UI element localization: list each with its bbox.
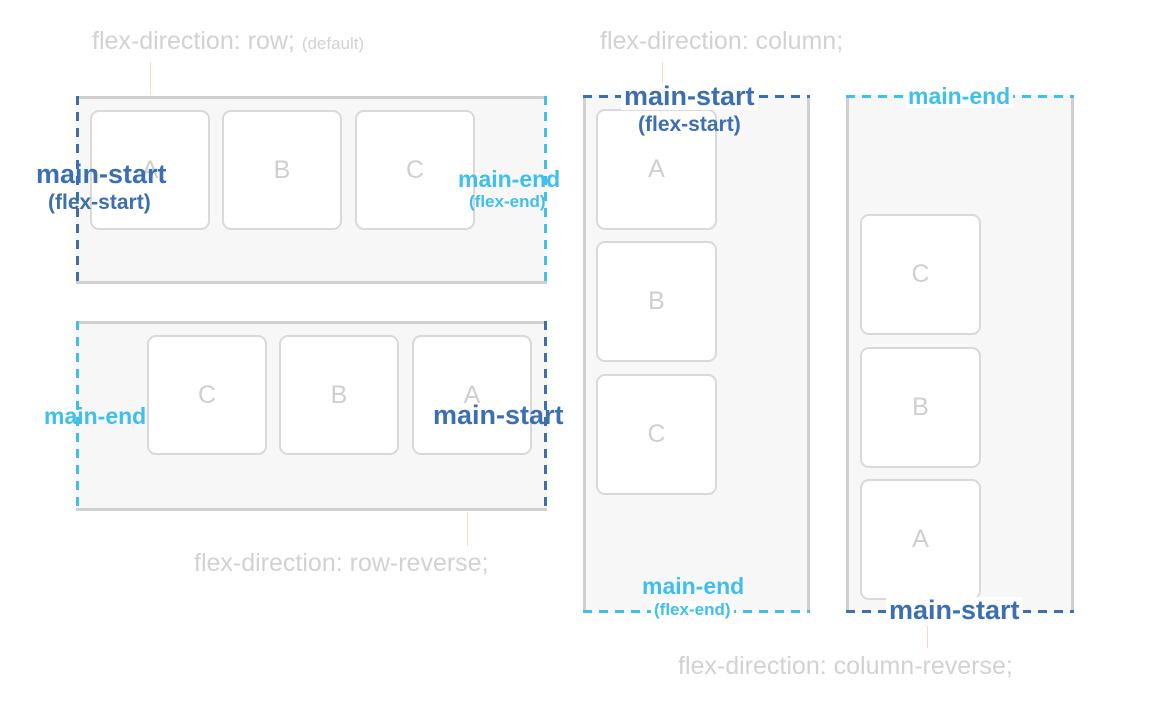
- row-main-end-label: main-end: [458, 166, 561, 192]
- caption-row: flex-direction: row; (default): [92, 29, 364, 54]
- column-reverse-item-c: C: [860, 214, 981, 335]
- row-reverse-main-start-label: main-start: [433, 400, 564, 430]
- row-main-start-label: main-start: [36, 159, 167, 189]
- row-reverse-main-end-label: main-end: [44, 403, 147, 429]
- column-reverse-left-edge: [846, 95, 849, 613]
- row-reverse-item-c: C: [147, 335, 267, 455]
- caption-row-reverse-connector: [467, 512, 468, 546]
- row-flex-end-label: (flex-end): [469, 192, 546, 211]
- column-item-b: B: [596, 241, 717, 362]
- column-right-edge: [807, 95, 810, 613]
- caption-column: flex-direction: column;: [600, 27, 844, 55]
- row-container-bottom-edge: [76, 281, 547, 284]
- caption-row-default: (default): [301, 34, 365, 53]
- row-reverse-top-edge: [76, 321, 547, 324]
- column-reverse-item-a: A: [860, 479, 981, 600]
- caption-row-reverse: flex-direction: row-reverse;: [194, 549, 489, 577]
- caption-row-text: flex-direction: row;: [92, 27, 295, 55]
- row-reverse-item-a: A: [412, 335, 532, 455]
- column-item-c: C: [596, 374, 717, 495]
- column-flex-start-label: (flex-start): [638, 113, 741, 136]
- column-reverse-main-end-label: main-end: [905, 85, 1014, 108]
- row-container-top-edge: [76, 96, 547, 99]
- row-reverse-bottom-edge: [76, 508, 547, 511]
- column-reverse-main-start-label: main-start: [886, 597, 1023, 624]
- caption-column-connector: [662, 62, 663, 84]
- row-reverse-container: C B A: [76, 321, 547, 511]
- caption-column-reverse: flex-direction: column-reverse;: [678, 652, 1013, 680]
- column-left-edge: [583, 95, 586, 613]
- row-main-start-edge: [76, 96, 79, 284]
- column-reverse-item-b: B: [860, 347, 981, 468]
- row-item-c: C: [355, 110, 475, 230]
- column-main-start-label: main-start: [621, 83, 758, 110]
- column-reverse-right-edge: [1071, 95, 1074, 613]
- column-flex-end-label: (flex-end): [651, 601, 734, 618]
- row-reverse-main-end-edge: [76, 321, 79, 511]
- row-item-b: B: [222, 110, 342, 230]
- column-main-end-label: main-end: [642, 573, 745, 599]
- row-reverse-main-start-edge: [544, 321, 547, 511]
- row-item-a: A: [90, 110, 210, 230]
- row-main-end-edge: [544, 96, 547, 284]
- row-container: A B C: [76, 96, 547, 284]
- column-item-a: A: [596, 109, 717, 230]
- row-flex-start-label: (flex-start): [48, 191, 151, 214]
- column-reverse-container: C B A: [846, 95, 1074, 613]
- column-container: A B C: [583, 95, 810, 613]
- row-reverse-item-b: B: [279, 335, 399, 455]
- caption-column-reverse-connector: [927, 626, 928, 648]
- caption-row-connector: [150, 62, 151, 95]
